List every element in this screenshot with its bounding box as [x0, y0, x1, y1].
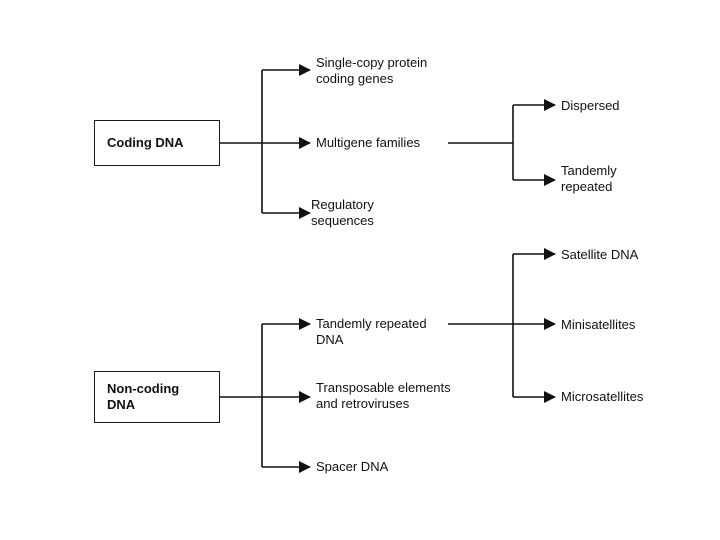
- regulatory-sequences-label: Regulatory sequences: [311, 197, 374, 228]
- single-copy-genes-label: Single-copy protein coding genes: [316, 55, 428, 86]
- noncoding-dna-box: Non-coding DNA: [94, 371, 220, 423]
- coding-dna-label: Coding DNA: [107, 135, 184, 150]
- spacer-dna-label: Spacer DNA: [316, 459, 389, 474]
- tandemly-repeated-label: Tandemly repeated: [561, 163, 617, 194]
- satellite-dna-label: Satellite DNA: [561, 247, 639, 262]
- minisatellites-label: Minisatellites: [561, 317, 636, 332]
- microsatellites-label: Microsatellites: [561, 389, 644, 404]
- tandemly-repeated-dna-label: Tandemly repeated DNA: [316, 316, 427, 347]
- transposable-elements-label: Transposable elements and retroviruses: [316, 380, 451, 411]
- coding-dna-box: Coding DNA: [94, 120, 220, 166]
- dispersed-label: Dispersed: [561, 98, 620, 113]
- multigene-families-label: Multigene families: [316, 135, 421, 150]
- noncoding-dna-label: Non-coding DNA: [107, 381, 180, 412]
